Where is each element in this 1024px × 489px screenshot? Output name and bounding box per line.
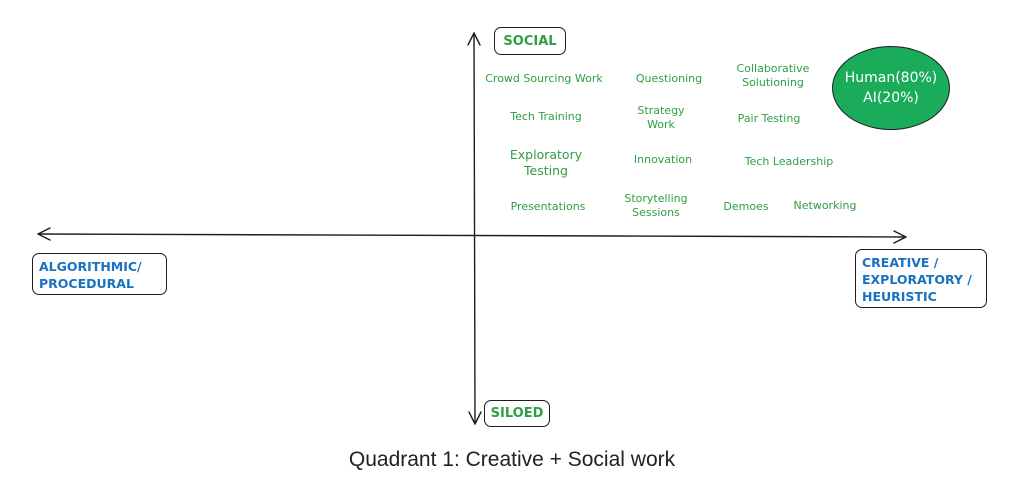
item-storytelling-sessions: Storytelling Sessions [624, 192, 688, 219]
human-ai-callout: Human(80%) AI(20%) [832, 46, 950, 130]
figure-caption: Quadrant 1: Creative + Social work [348, 448, 676, 471]
horizontal-axis [37, 233, 907, 238]
top-arrowhead [467, 32, 481, 46]
item-tech-leadership: Tech Leadership [744, 155, 834, 168]
axis-label-siloed: SILOED [484, 400, 550, 427]
bottom-arrowhead [468, 411, 482, 425]
item-strategy-work: Strategy Work [637, 104, 685, 131]
right-arrowhead [893, 230, 907, 244]
axis-label-social: SOCIAL [494, 27, 566, 55]
item-questioning: Questioning [635, 72, 703, 85]
human-ai-callout-text: Human(80%) AI(20%) [844, 70, 938, 106]
item-pair-testing: Pair Testing [737, 112, 801, 125]
item-exploratory-testing: Exploratory Testing [509, 147, 583, 178]
axis-label-creative: CREATIVE / EXPLORATORY / HEURISTIC [855, 249, 987, 308]
item-innovation: Innovation [633, 153, 693, 166]
item-presentations: Presentations [510, 200, 586, 213]
vertical-axis [473, 32, 476, 425]
left-arrowhead [37, 227, 51, 241]
item-demoes: Demoes [723, 200, 769, 213]
item-collaborative-solutioning: Collaborative Solutioning [736, 62, 810, 89]
item-tech-training: Tech Training [510, 110, 582, 123]
item-networking: Networking [793, 199, 857, 212]
axis-label-algorithmic: ALGORITHMIC/ PROCEDURAL [32, 253, 167, 295]
item-crowd-sourcing-work: Crowd Sourcing Work [485, 72, 603, 85]
